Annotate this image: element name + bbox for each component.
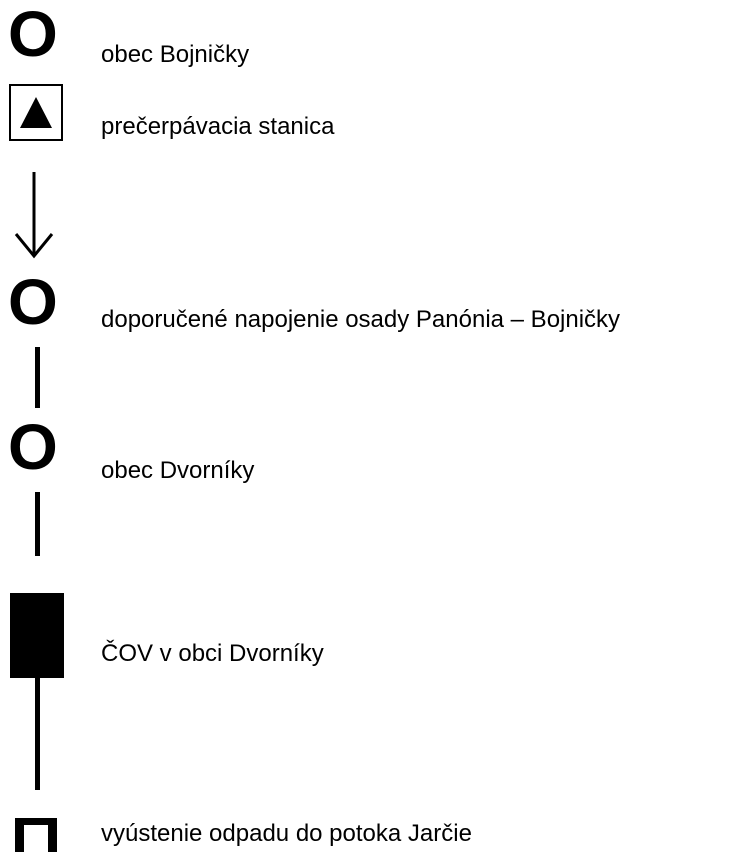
connector-line [35,492,40,556]
label-vyustenie-odpadu: vyústenie odpadu do potoka Jarčie [101,820,472,847]
outlet-icon [15,818,57,852]
triangle-icon [20,97,52,128]
village-bojnicky-symbol: O [8,0,58,70]
connector-line [35,678,40,790]
label-obec-bojnicky: obec Bojničky [101,41,250,68]
label-obec-dvorniky: obec Dvorníky [101,457,255,484]
connector-line [35,347,40,408]
label-doporucene-napojenie: doporučené napojenie osady Panónia – Boj… [101,306,621,333]
label-cov-dvorniky: ČOV v obci Dvorníky [101,640,324,667]
pump-station-icon [9,84,63,141]
label-precerpavacia-stanica: prečerpávacia stanica [101,113,335,140]
settlement-panonia-symbol: O [8,266,58,338]
down-arrow-icon [14,172,54,259]
village-dvorniky-symbol: O [8,411,58,483]
treatment-plant-icon [10,593,64,678]
